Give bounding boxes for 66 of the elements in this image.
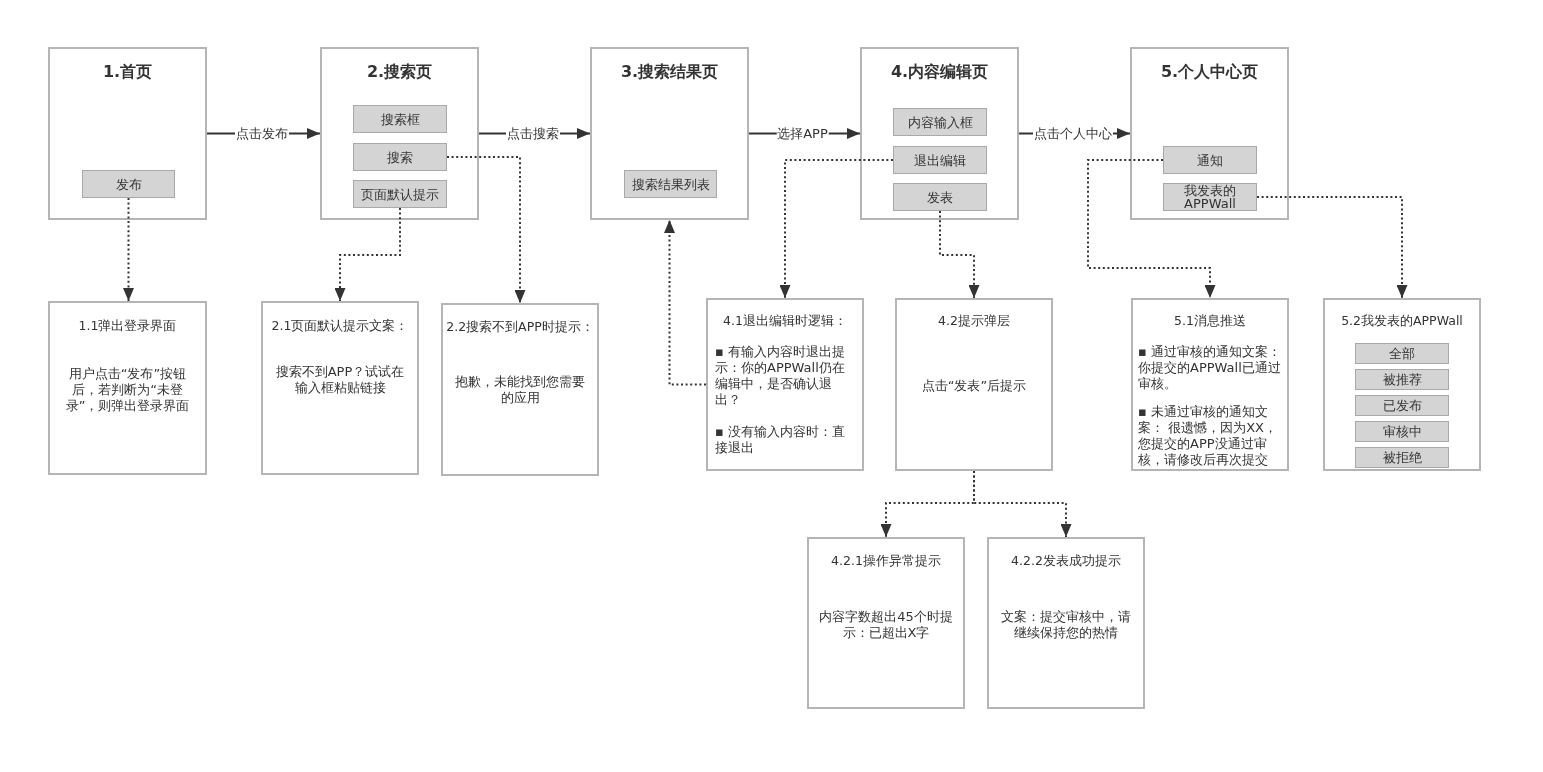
- page-title: 3.搜索结果页: [619, 63, 720, 81]
- component-box: 搜索结果列表: [624, 170, 717, 198]
- note-heading: 4.1退出编辑时逻辑：: [722, 312, 848, 330]
- note-box: [1131, 298, 1289, 471]
- note-heading: 4.2.1操作异常提示: [830, 552, 942, 570]
- note-text: 点击“发表”后提示: [920, 378, 1028, 394]
- edge-label: 点击个人中心: [1032, 125, 1113, 142]
- component-box: 退出编辑: [893, 146, 987, 174]
- note-heading: 5.2我发表的APPWall: [1340, 312, 1464, 330]
- note-text: ▪ 未通过审核的通知文案： 很遗憾，因为XX，您提交的APP没通过审核，请修改后再次提交: [1138, 404, 1278, 468]
- component-box: 页面默认提示: [353, 180, 447, 208]
- arrow: [1256, 196, 1408, 299]
- note-text: 抱歉，未能找到您需要的应用: [454, 374, 586, 406]
- arrow: [939, 210, 980, 299]
- page-title: 5.个人中心页: [1159, 63, 1260, 81]
- note-text: 文案：提交审核中，请继续保持您的热情: [1000, 609, 1132, 641]
- note-text: 搜索不到APP？试试在输入框粘贴链接: [274, 364, 406, 396]
- note-heading: 1.1弹出登录界面: [77, 317, 178, 335]
- arrow: [334, 207, 401, 302]
- edge-label: 点击发布: [234, 125, 289, 142]
- component-box: 搜索框: [353, 105, 447, 133]
- arrow: [779, 159, 894, 299]
- component-box: 我发表的APPWall: [1163, 183, 1257, 211]
- page-box: [320, 47, 479, 220]
- note-box: [48, 301, 207, 475]
- note-text: ▪ 有输入内容时退出提示：你的APPWall仍在编辑中，是否确认退出？: [715, 344, 846, 408]
- edge-label: 点击搜索: [505, 125, 560, 142]
- component-box: 被推荐: [1355, 369, 1449, 390]
- arrow: [123, 197, 134, 302]
- arrow: [664, 219, 707, 386]
- page-title: 4.内容编辑页: [889, 63, 990, 81]
- note-heading: 5.1消息推送: [1173, 312, 1247, 330]
- component-box: 发布: [82, 170, 175, 198]
- arrow: [973, 470, 1072, 538]
- component-box: 通知: [1163, 146, 1257, 174]
- page-title: 2.搜索页: [365, 63, 434, 81]
- component-box: 已发布: [1355, 395, 1449, 416]
- component-box: 搜索: [353, 143, 447, 171]
- page-box: [590, 47, 749, 220]
- note-heading: 2.1页面默认提示文案：: [270, 317, 410, 335]
- arrow: [1087, 159, 1216, 299]
- arrow: [446, 156, 526, 304]
- note-heading: 4.2提示弹层: [937, 312, 1011, 330]
- note-box: [807, 537, 965, 709]
- page-box: [860, 47, 1019, 220]
- page-title: 1.首页: [101, 63, 154, 81]
- note-heading: 2.2搜索不到APP时提示：: [445, 318, 595, 336]
- note-text: ▪ 没有输入内容时：直接退出: [715, 424, 846, 456]
- component-box: 全部: [1355, 343, 1449, 364]
- note-text: 内容字数超出45个时提示：已超出X字: [818, 609, 954, 641]
- component-box: 审核中: [1355, 421, 1449, 442]
- note-box: [441, 303, 599, 476]
- note-text: ▪ 通过审核的通知文案：你提交的APPWall已通过审核。: [1138, 344, 1282, 392]
- page-box: [48, 47, 207, 220]
- note-box: [895, 298, 1053, 471]
- note-box: [987, 537, 1145, 709]
- edge-label: 选择APP: [776, 125, 829, 142]
- component-box: 内容输入框: [893, 108, 987, 136]
- component-box: 被拒绝: [1355, 447, 1449, 468]
- note-text: 用户点击“发布”按钮后，若判断为“未登录”，则弹出登录界面: [64, 366, 191, 414]
- note-heading: 4.2.2发表成功提示: [1010, 552, 1122, 570]
- note-box: [261, 301, 419, 475]
- component-box: 发表: [893, 183, 987, 211]
- page-box: [1130, 47, 1289, 220]
- note-box: [706, 298, 864, 471]
- note-box: [1323, 298, 1481, 471]
